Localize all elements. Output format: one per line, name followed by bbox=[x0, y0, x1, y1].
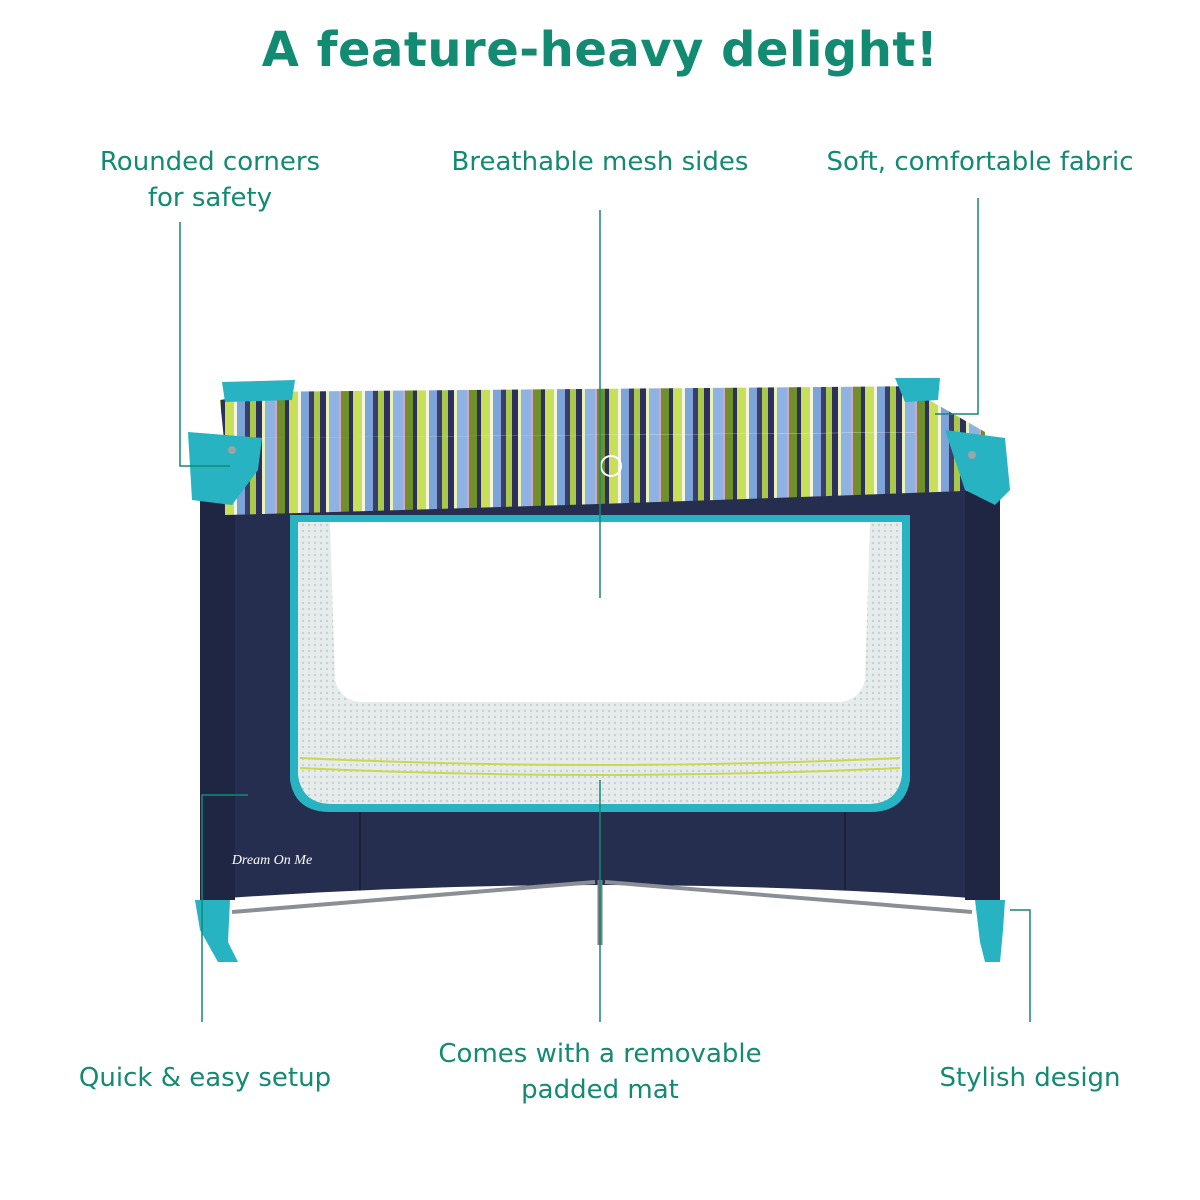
leader-design bbox=[1010, 909, 1031, 1022]
left-body-shade bbox=[200, 470, 235, 900]
base-bar-left bbox=[231, 880, 596, 914]
leader-lines bbox=[179, 198, 1031, 1022]
headline: A feature-heavy delight! bbox=[261, 22, 939, 78]
base-bar-right bbox=[604, 880, 973, 914]
callout-mesh-sides: Breathable mesh sides bbox=[440, 144, 760, 180]
callout-mesh-sides-text: Breathable mesh sides bbox=[451, 147, 749, 177]
rail-logo-badge bbox=[600, 455, 622, 477]
corner-cap-front-right bbox=[945, 430, 1010, 505]
front-rail bbox=[218, 432, 990, 515]
mat-edge-line bbox=[299, 757, 901, 766]
leg-front-left bbox=[195, 900, 238, 962]
corner-cap-front-left bbox=[188, 432, 262, 505]
callout-rounded-corners-line-2: for safety bbox=[147, 183, 273, 213]
right-body-shade bbox=[965, 470, 1000, 900]
brand-mark: Dream On Me bbox=[231, 853, 312, 868]
corner-cap-back-right bbox=[895, 378, 940, 402]
back-rail-fabric bbox=[238, 386, 930, 438]
mat-edge-line-2 bbox=[299, 767, 901, 776]
callout-rounded-corners: Rounded corners for safety bbox=[80, 144, 340, 216]
mesh-window bbox=[290, 515, 910, 812]
leader-setup bbox=[201, 794, 248, 1022]
callout-mat-line-2: padded mat bbox=[521, 1075, 679, 1105]
leader-rounded-corners bbox=[179, 222, 230, 467]
callout-fabric-text: Soft, comfortable fabric bbox=[826, 147, 1134, 177]
callout-fabric: Soft, comfortable fabric bbox=[810, 144, 1150, 180]
callout-design-text: Stylish design bbox=[939, 1063, 1121, 1093]
corner-cap-back-left bbox=[222, 380, 295, 402]
corner-screw-front-right bbox=[968, 451, 976, 459]
callout-design: Stylish design bbox=[920, 1060, 1140, 1096]
back-rail bbox=[238, 386, 930, 438]
corner-screw-front-left bbox=[228, 446, 236, 454]
callout-setup-text: Quick & easy setup bbox=[78, 1063, 332, 1093]
callout-setup: Quick & easy setup bbox=[60, 1060, 350, 1096]
leg-front-right bbox=[975, 900, 1005, 962]
leader-fabric bbox=[935, 198, 979, 415]
mesh-window-opening bbox=[330, 522, 870, 702]
callout-rounded-corners-line-1: Rounded corners bbox=[99, 147, 321, 177]
callout-mat: Comes with a removable padded mat bbox=[420, 1036, 780, 1108]
callout-mat-line-1: Comes with a removable bbox=[438, 1039, 762, 1069]
